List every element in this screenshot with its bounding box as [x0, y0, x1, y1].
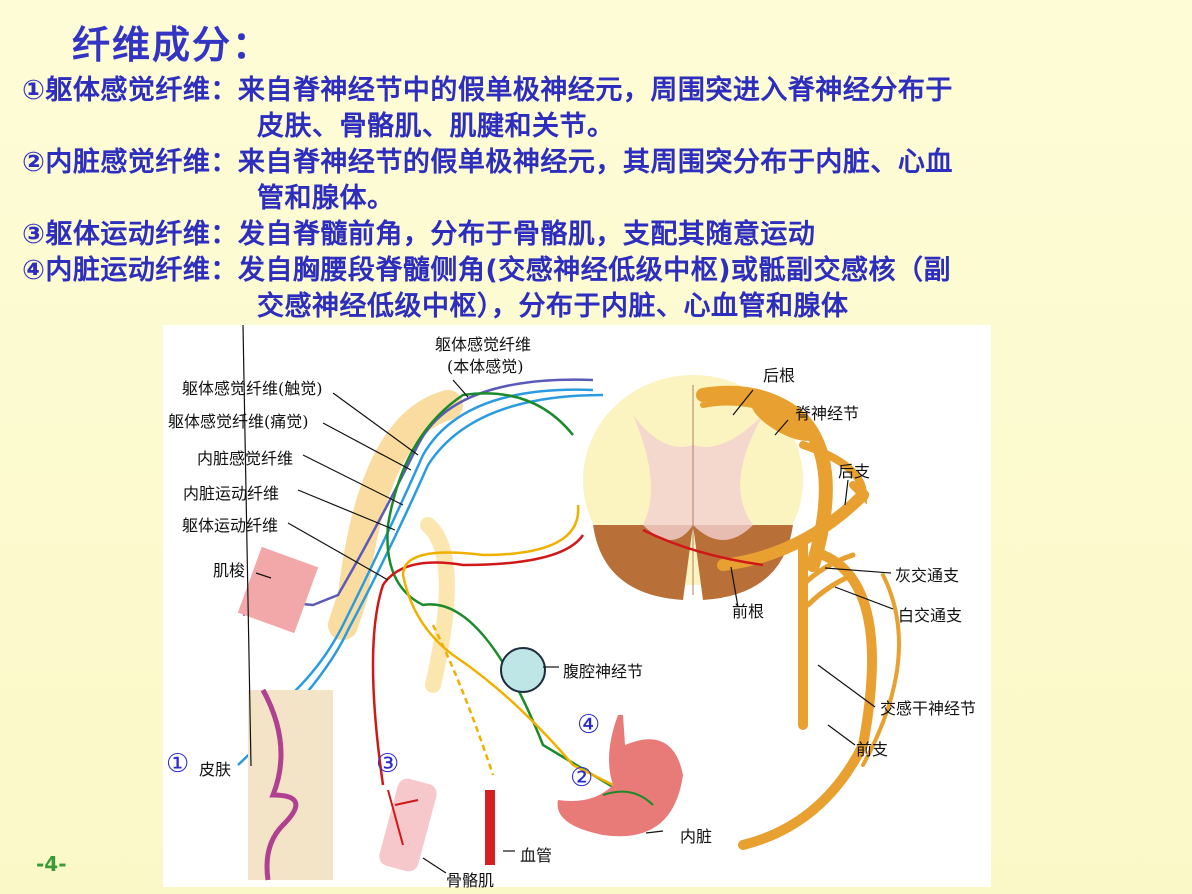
label-skin: 皮肤	[199, 760, 232, 779]
label-skeletal-muscle: 骨骼肌	[446, 871, 495, 890]
celiac-ganglion	[500, 647, 546, 693]
item-1-line-2: 皮肤、骨骼肌、肌腱和关节。	[257, 111, 615, 142]
item-2-line-1: ②内脏感觉纤维：来自脊神经节的假单极神经元，其周围突分布于内脏、心血	[22, 147, 953, 178]
label-touch: 躯体感觉纤维(触觉)	[182, 379, 323, 398]
label-blood-vessel: 血管	[520, 846, 553, 865]
label-proprio-2: (本体感觉)	[447, 357, 524, 376]
leader-lines	[242, 325, 894, 874]
label-dorsal-root: 后根	[763, 366, 796, 385]
skeletal-muscle	[379, 778, 437, 872]
somatic-motor-fiber-right	[642, 528, 764, 567]
label-proprio-1: 躯体感觉纤维	[435, 335, 532, 354]
label-viscera: 内脏	[680, 827, 713, 846]
label-celiac-ganglion: 腹腔神经节	[563, 662, 644, 681]
somatic-motor-fiber	[371, 534, 585, 786]
label-dorsal-ramus: 后支	[838, 462, 871, 481]
marker-2: ②	[570, 763, 594, 793]
label-visceral-sensory: 内脏感觉纤维	[197, 449, 294, 468]
page-number: -4-	[36, 852, 67, 876]
label-ventral-root: 前根	[732, 602, 765, 621]
label-pain: 躯体感觉纤维(痛觉)	[168, 412, 309, 431]
stomach	[557, 715, 683, 837]
diagram-illustration	[237, 325, 901, 881]
spinal-nerve-diagram: 躯体感觉纤维 (本体感觉) 躯体感觉纤维(触觉) 躯体感觉纤维(痛觉) 内脏感觉…	[163, 325, 991, 890]
skin-section	[248, 688, 333, 881]
muscle-spindle	[237, 546, 319, 634]
marker-1: ①	[166, 749, 190, 779]
label-ventral-ramus: 前支	[856, 740, 889, 759]
label-spinal-ganglion: 脊神经节	[795, 404, 860, 423]
item-1-line-1: ①躯体感觉纤维：来自脊神经节中的假单极神经元，周围突进入脊神经分布于	[22, 75, 953, 106]
pain-fiber	[237, 393, 604, 766]
item-4-line-2: 交感神经低级中枢），分布于内脏、心血管和腺体	[257, 291, 849, 322]
marker-3: ③	[376, 749, 400, 779]
slide-title: 纤维成分：	[72, 23, 273, 67]
label-sympathetic-ganglion: 交感干神经节	[880, 699, 977, 718]
item-2-line-2: 管和腺体。	[257, 183, 395, 214]
item-4-line-1: ④内脏运动纤维：发自胸腰段脊髓侧角(交感神经低级中枢)或骶副交感核（副	[22, 255, 952, 286]
label-white-ramus: 白交通支	[898, 606, 963, 625]
visceral-motor-fiber	[401, 504, 634, 797]
label-visceral-motor: 内脏运动纤维	[183, 484, 280, 503]
visceral-motor-postganglionic	[431, 624, 495, 776]
visceral-sensory-fiber	[386, 392, 644, 807]
touch-fiber	[252, 388, 594, 727]
label-gray-ramus: 灰交通支	[895, 566, 960, 585]
spinal-nerve	[328, 385, 901, 850]
blood-vessel	[485, 790, 495, 865]
label-muscle-spindle: 肌梭	[213, 561, 246, 580]
item-3-line-1: ③躯体运动纤维：发自脊髓前角，分布于骨骼肌，支配其随意运动	[22, 219, 816, 250]
marker-4: ④	[577, 710, 601, 740]
label-somatic-motor: 躯体运动纤维	[182, 516, 279, 535]
